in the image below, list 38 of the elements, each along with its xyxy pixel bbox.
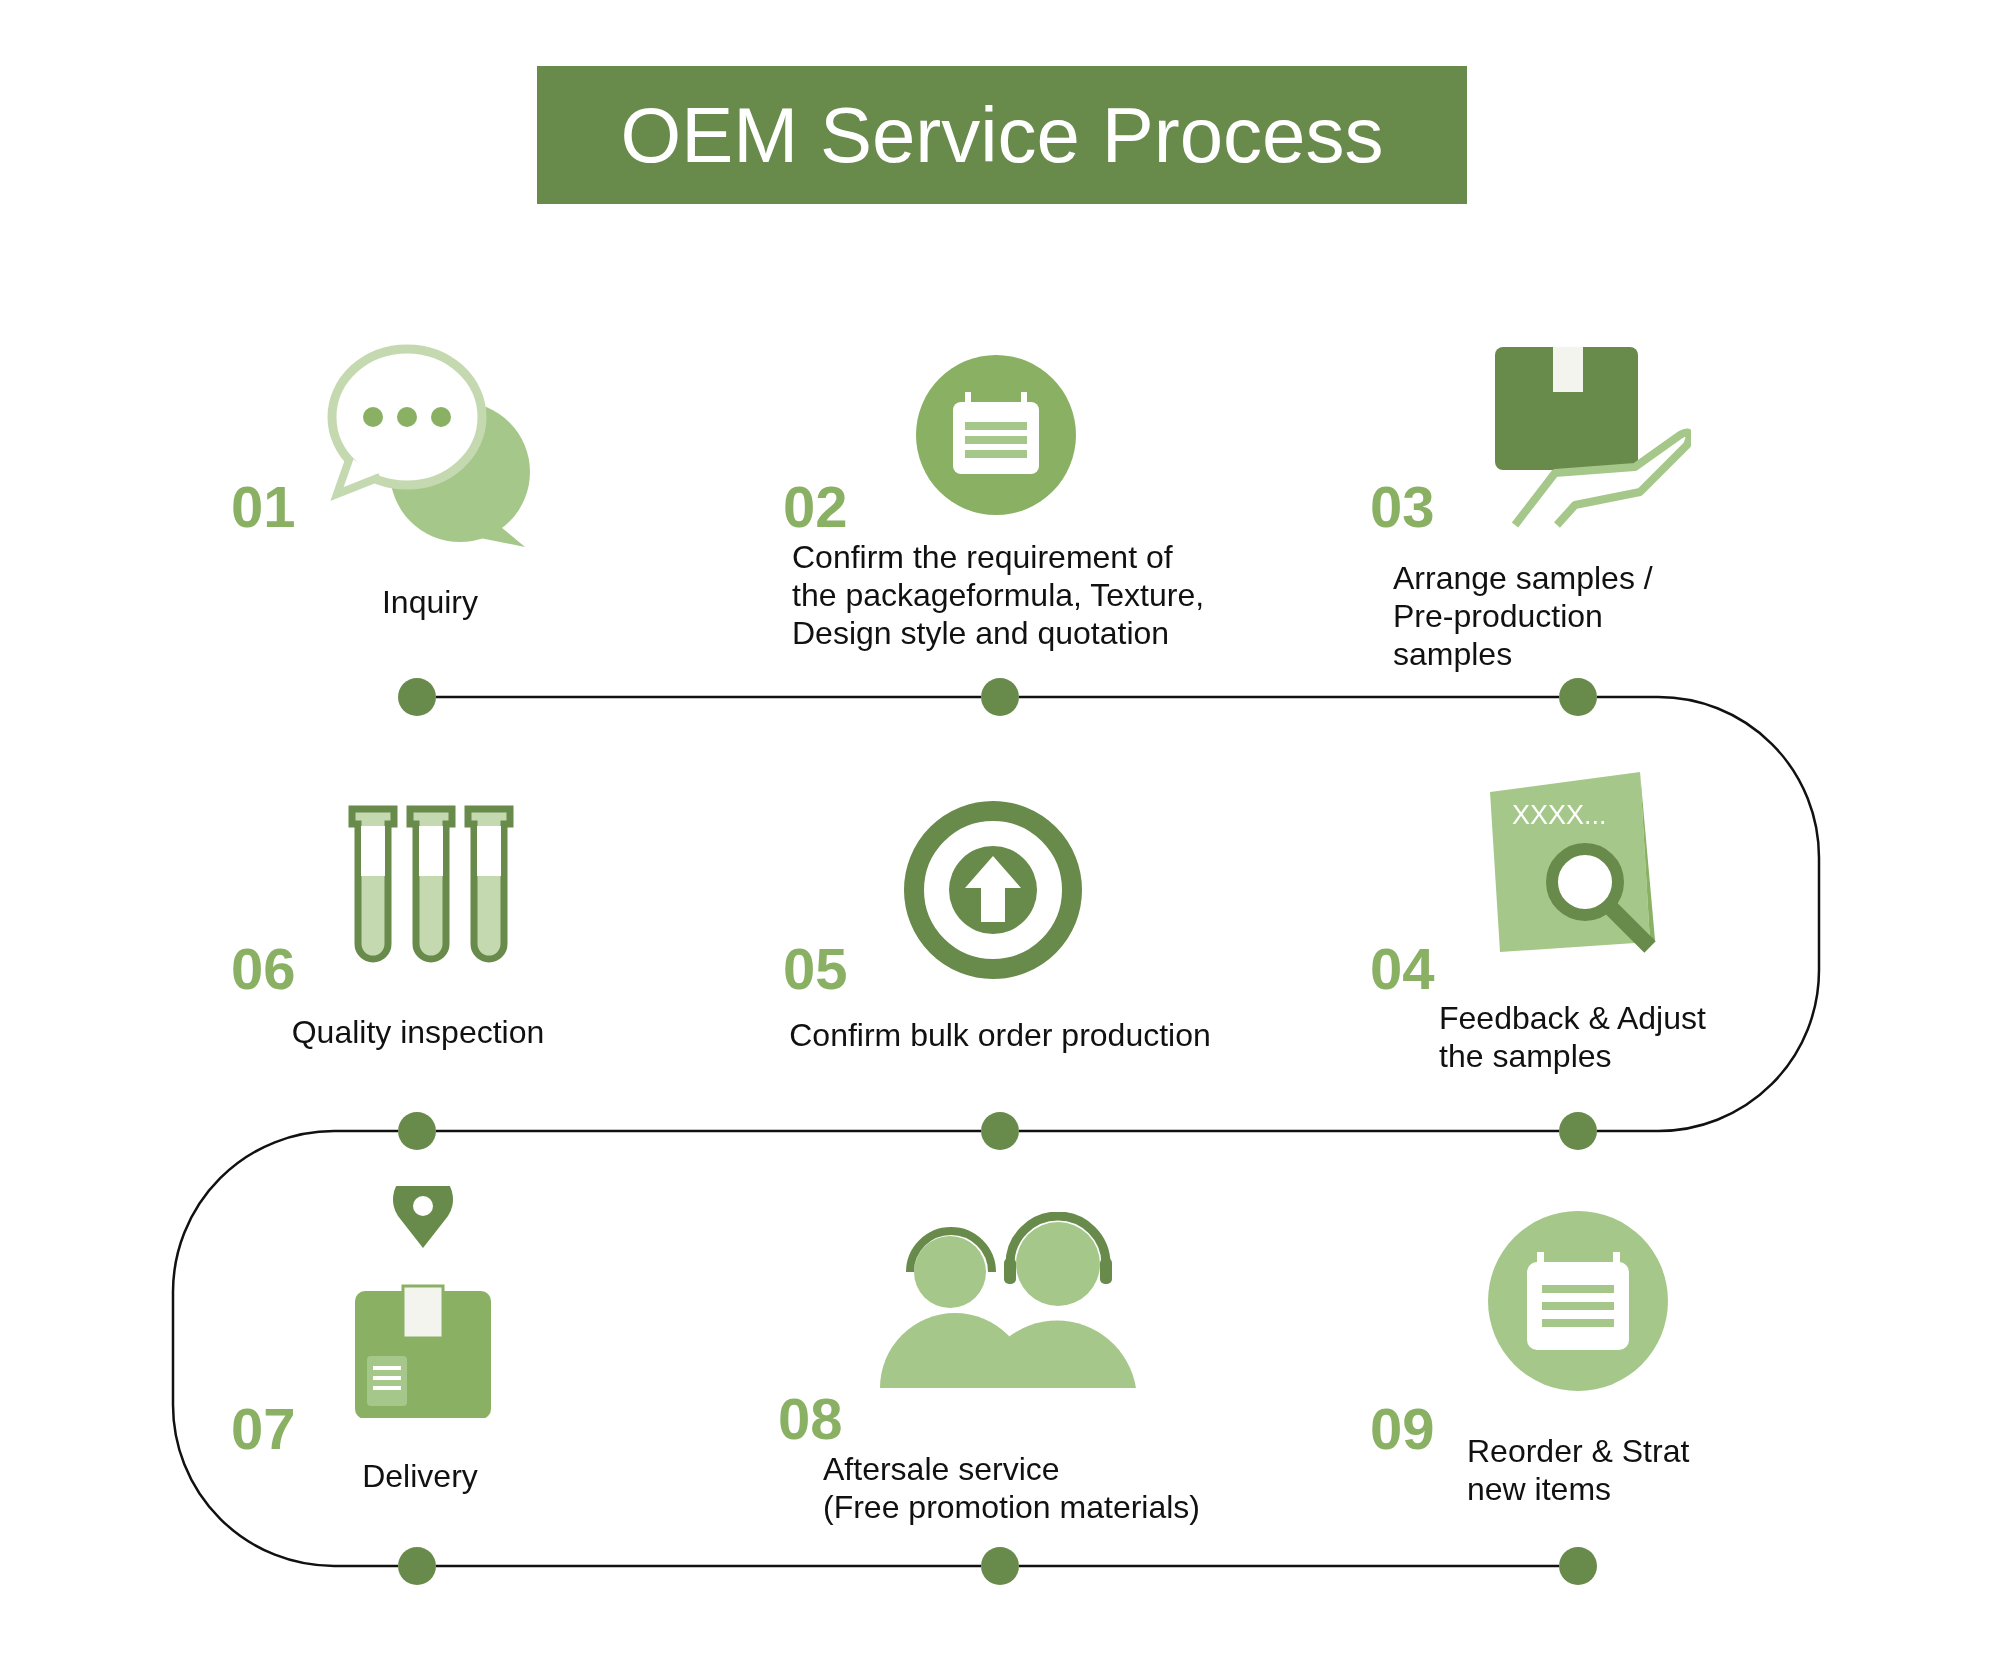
step-label: Feedback & Adjust the samples <box>1439 999 1707 1075</box>
step-label: Inquiry <box>380 583 479 621</box>
step-label: (Free promotion materials) <box>823 1488 1201 1526</box>
timeline-dot <box>981 1112 1019 1150</box>
timeline-dot <box>1559 678 1597 716</box>
timeline-dot <box>1559 1547 1597 1585</box>
step-label: Confirm the requirement of the packageformula, Texture, Design style and quotation <box>792 538 1206 652</box>
step-number: 05 <box>783 940 848 998</box>
connector-line <box>436 1564 981 1568</box>
connector-line <box>436 695 981 699</box>
timeline-dot <box>398 1547 436 1585</box>
connector-line <box>1019 1564 1559 1568</box>
connector-line <box>171 1129 398 1568</box>
connector-line <box>1597 695 1821 1133</box>
step-label: Reorder & Strat new items <box>1467 1432 1691 1508</box>
connector-line <box>1019 695 1559 699</box>
timeline-dot <box>1559 1112 1597 1150</box>
step-label: Delivery <box>361 1457 479 1495</box>
step-label: Confirm bulk order production <box>788 1016 1212 1054</box>
step-number: 02 <box>783 478 848 536</box>
step-number: 08 <box>778 1390 843 1448</box>
connector-line <box>1019 1129 1559 1133</box>
title-banner: OEM Service Process <box>537 66 1467 204</box>
step-label: Quality inspection <box>290 1013 546 1051</box>
step-label: Aftersale service <box>823 1450 1061 1488</box>
icon-text: XXXX... <box>1512 800 1607 831</box>
timeline-dot <box>398 1112 436 1150</box>
step-number: 04 <box>1370 940 1435 998</box>
timeline-dot <box>398 678 436 716</box>
step-number: 03 <box>1370 478 1435 536</box>
step-number: 07 <box>231 1400 296 1458</box>
connector-line <box>436 1129 981 1133</box>
step-label: Arrange samples / Pre-production samples <box>1393 559 1654 673</box>
step-number: 06 <box>231 940 296 998</box>
step-number: 01 <box>231 478 296 536</box>
timeline-dot <box>981 678 1019 716</box>
timeline-dot <box>981 1547 1019 1585</box>
step-number: 09 <box>1370 1400 1435 1458</box>
